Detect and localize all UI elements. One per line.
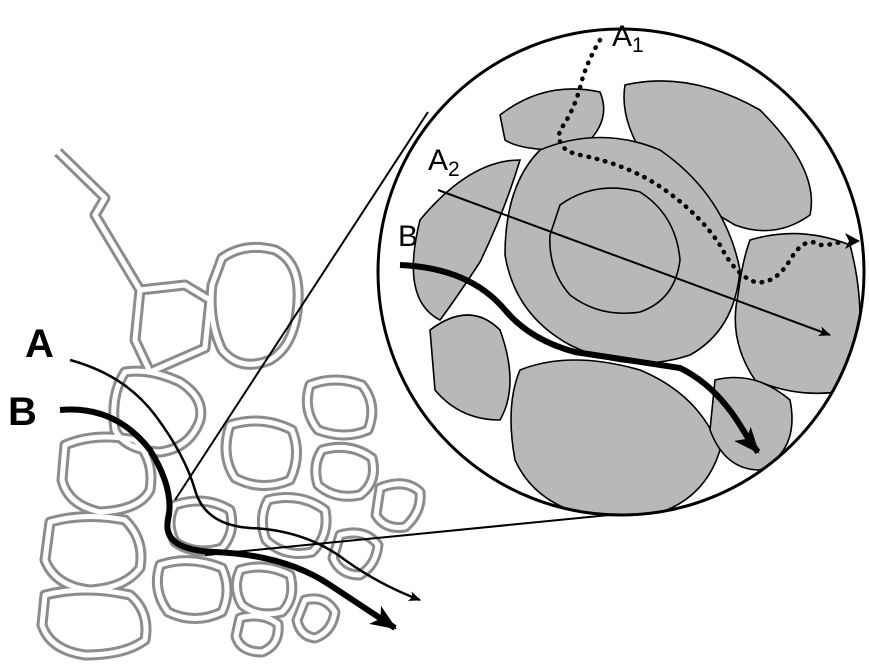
label-path-a: A [25, 322, 54, 366]
label-zoom-a1: A1 [612, 20, 644, 57]
label-zoom-b: B [398, 220, 418, 253]
label-path-b: B [8, 390, 37, 434]
tissue-cells [42, 152, 420, 655]
zoom-connector-lower [205, 510, 660, 555]
zoom-cell-wall-right [735, 234, 860, 394]
